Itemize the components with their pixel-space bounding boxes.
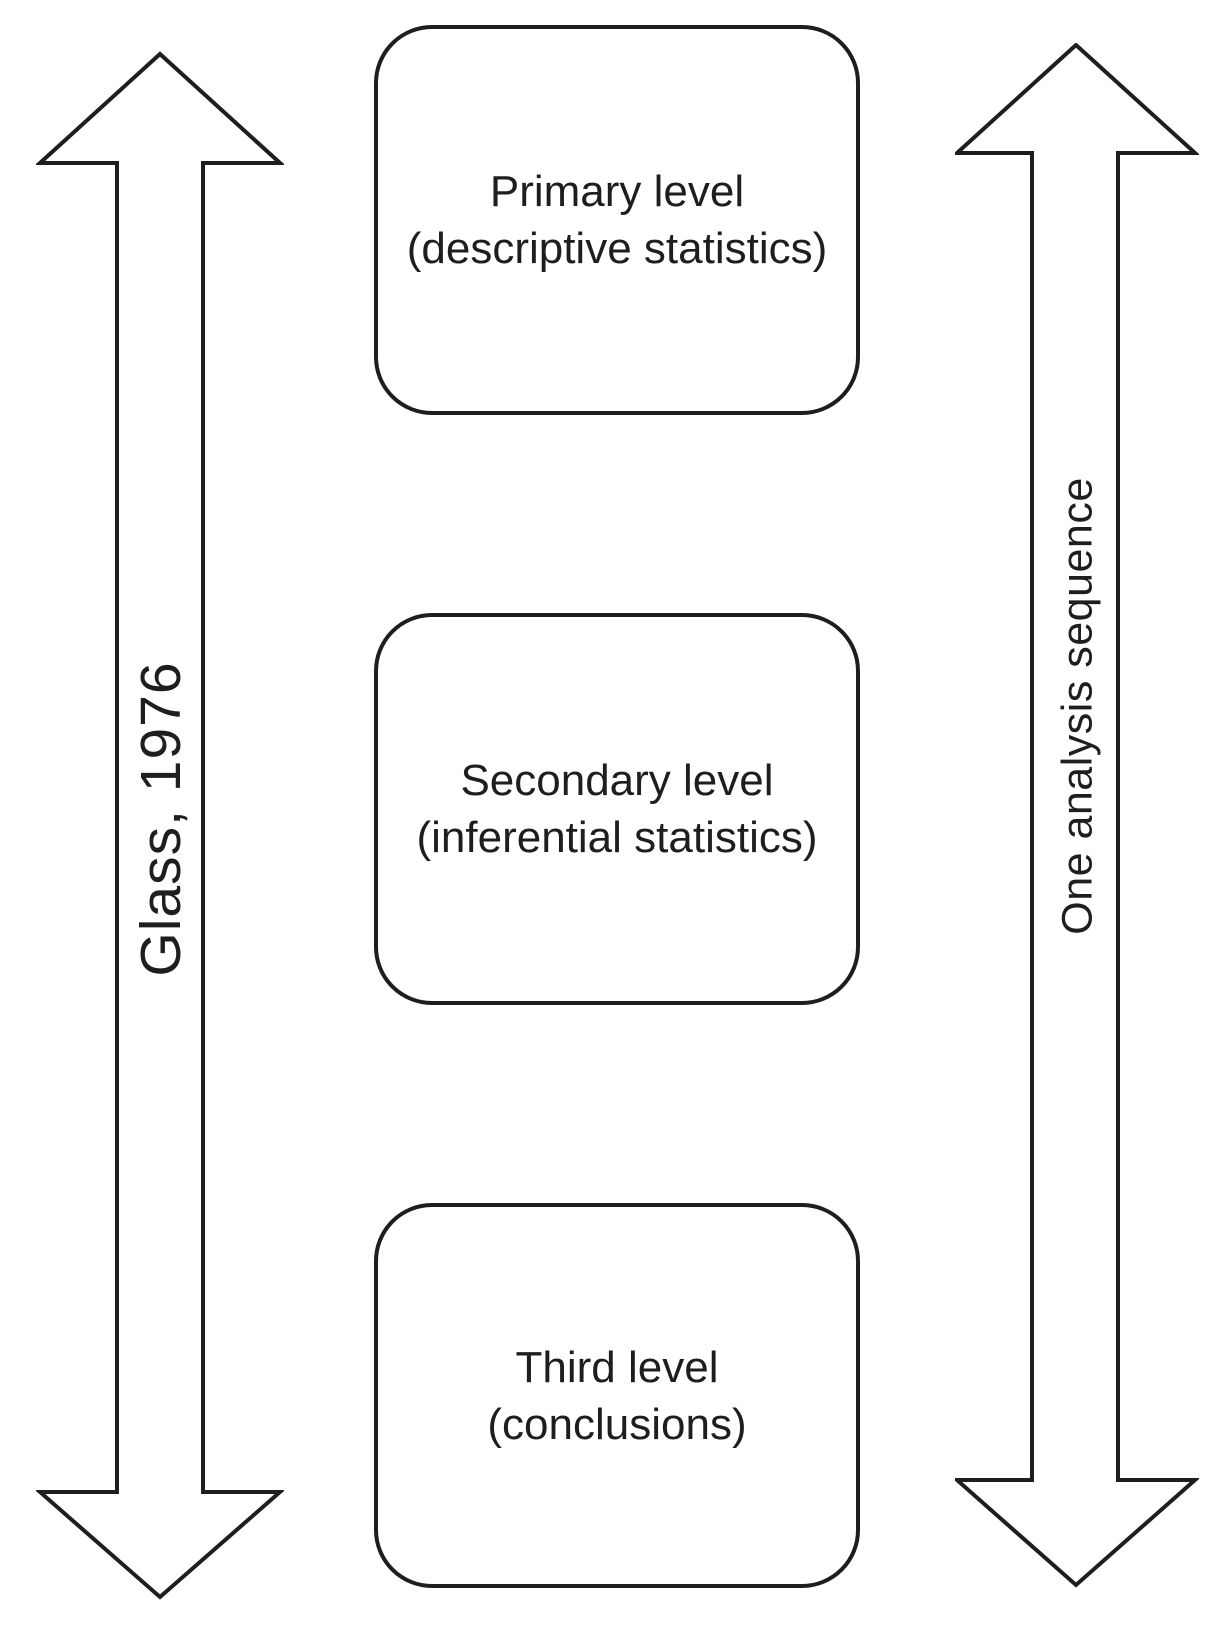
left-up-down-arrow-icon <box>36 51 284 1600</box>
right-up-down-arrow-icon <box>955 43 1199 1588</box>
level-box-third: Third level (conclusions) <box>374 1203 860 1588</box>
right-arrow-label: One analysis sequence <box>1053 477 1102 935</box>
level-box-subtitle: (descriptive statistics) <box>406 224 828 273</box>
level-box-title: Third level <box>515 1342 719 1392</box>
level-box-title: Primary level <box>489 167 745 216</box>
level-box-subtitle: (conclusions) <box>487 1399 747 1449</box>
level-box-title: Secondary level <box>460 756 774 805</box>
level-box-secondary: Secondary level (inferential statistics) <box>374 613 860 1005</box>
level-box-subtitle: (inferential statistics) <box>416 813 818 862</box>
left-arrow-label: Glass, 1976 <box>129 661 193 977</box>
level-box-primary: Primary level (descriptive statistics) <box>374 25 860 415</box>
